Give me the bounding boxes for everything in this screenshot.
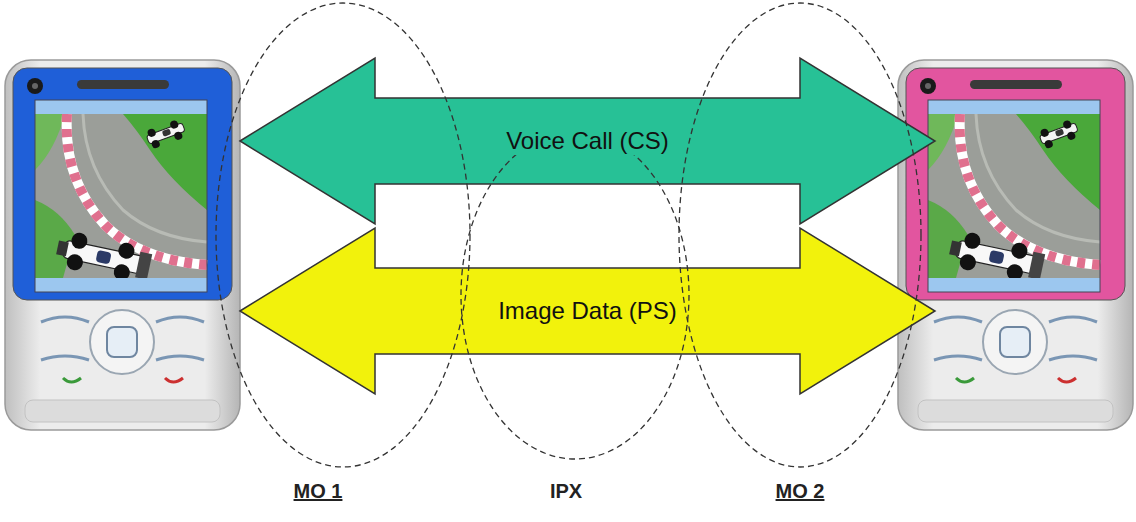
operator-zone: MO 1 [215,2,471,468]
zone-label: IPX [550,480,582,503]
dashed-ellipse [215,2,471,468]
arrow-text-area: Voice Call (CS) [375,98,800,184]
zone-outline [216,3,470,467]
zone-label: MO 1 [294,480,343,503]
arrow-label: Image Data (PS) [494,297,681,325]
phone-handset [898,60,1133,430]
phone-handset [5,60,240,430]
ipx-zone: IPX [460,130,690,460]
zone-label: MO 2 [776,480,825,503]
arrow-label: Voice Call (CS) [502,127,673,155]
zone-outline [461,131,689,459]
dashed-ellipse [678,2,922,468]
zone-outline [679,3,921,467]
arrow-outline [240,228,935,394]
voice-call-arrow: Voice Call (CS) [240,58,935,224]
image-data-arrow: Image Data (PS) [240,228,935,394]
arrow-outline [240,58,935,224]
arrow-text-area: Image Data (PS) [375,268,800,354]
operator-zone: MO 2 [678,2,922,468]
dashed-ellipse [460,130,690,460]
